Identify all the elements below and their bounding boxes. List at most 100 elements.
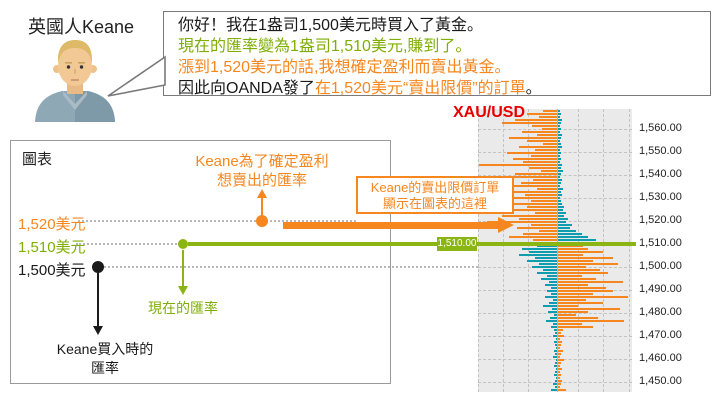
orderbook-bar bbox=[558, 389, 566, 391]
orderbook-bar bbox=[558, 176, 560, 178]
sell-note-arrowhead-icon bbox=[257, 189, 267, 198]
orderbook-bar bbox=[497, 176, 557, 178]
orderbook-bar bbox=[556, 368, 557, 370]
orderbook-bar bbox=[558, 296, 628, 298]
orderbook-bar bbox=[558, 266, 586, 268]
orderbook-bar bbox=[558, 326, 593, 328]
orderbook-bar bbox=[487, 221, 557, 223]
orderbook-bar bbox=[558, 311, 588, 313]
limit-order-callout: Keane的賣出限價訂單 顯示在圖表的這裡 bbox=[356, 176, 514, 214]
orderbook-bar bbox=[558, 332, 561, 334]
orderbook-bar bbox=[554, 365, 557, 367]
orderbook-bar bbox=[558, 245, 583, 247]
orderbook-bar bbox=[558, 359, 564, 361]
orderbook-bar bbox=[558, 152, 561, 154]
orderbook-bar bbox=[527, 206, 557, 208]
orderbook-bar bbox=[558, 290, 613, 292]
orderbook-bar bbox=[532, 266, 557, 268]
bubble-line-1: 你好！我在1盎司1,500美元時買入了黃金。 bbox=[178, 17, 483, 34]
orderbook-bar bbox=[542, 128, 557, 130]
chart-center-axis bbox=[557, 109, 558, 392]
orderbook-bar bbox=[558, 230, 576, 232]
buy-note-line-1: Keane買入時的 bbox=[56, 341, 154, 357]
orderbook-bar bbox=[558, 269, 600, 271]
dotted-line-1510 bbox=[76, 243, 180, 245]
orderbook-bar bbox=[558, 287, 606, 289]
current-price-tag: 1,510.00 bbox=[437, 237, 477, 251]
orderbook-bar bbox=[537, 245, 557, 247]
orderbook-bar bbox=[532, 125, 557, 127]
orderbook-bar bbox=[558, 134, 562, 136]
orderbook-bar bbox=[558, 383, 561, 385]
chart-gridline-vertical bbox=[503, 109, 504, 392]
bubble-line-4-pre: 因此向OANDA發了 bbox=[178, 80, 315, 97]
orderbook-bar bbox=[525, 194, 557, 196]
buy-price-dot bbox=[92, 261, 104, 273]
orderbook-bar bbox=[558, 356, 560, 358]
orderbook-bar bbox=[543, 143, 557, 145]
orderbook-bar bbox=[558, 305, 578, 307]
orderbook-bar bbox=[550, 317, 557, 319]
orderbook-bar bbox=[535, 212, 557, 214]
orderbook-bar bbox=[558, 203, 562, 205]
orderbook-bar bbox=[558, 299, 586, 301]
orderbook-bar bbox=[512, 209, 557, 211]
orderbook-bar bbox=[558, 191, 561, 193]
callout-line-2: 顯示在圖表的這裡 bbox=[382, 196, 487, 211]
orderbook-bar bbox=[558, 113, 561, 115]
orderbook-bar bbox=[558, 179, 562, 181]
orderbook-chart bbox=[478, 109, 632, 392]
orderbook-bar bbox=[527, 140, 557, 142]
orderbook-bar bbox=[545, 296, 557, 298]
orderbook-bar bbox=[535, 149, 557, 151]
orderbook-bar bbox=[558, 233, 582, 235]
chart-gridline-horizontal bbox=[478, 175, 632, 176]
orderbook-bar bbox=[549, 281, 557, 283]
orderbook-bar bbox=[539, 116, 557, 118]
orderbook-bar bbox=[556, 347, 557, 349]
orderbook-bar bbox=[523, 233, 557, 235]
orderbook-bar bbox=[558, 281, 623, 283]
orderbook-bar bbox=[521, 182, 557, 184]
orderbook-bar bbox=[558, 320, 624, 322]
bubble-line-2: 現在的匯率變為1盎司1,510美元,賺到了。 bbox=[178, 38, 472, 55]
orderbook-bar bbox=[556, 377, 557, 379]
speech-bubble: 你好！我在1盎司1,500美元時買入了黃金。 現在的匯率變為1盎司1,510美元… bbox=[163, 11, 711, 97]
orderbook-bar bbox=[515, 119, 557, 121]
orderbook-bar bbox=[537, 272, 557, 274]
orderbook-bar bbox=[558, 197, 560, 199]
orderbook-bar bbox=[558, 125, 560, 127]
orderbook-bar bbox=[558, 167, 561, 169]
sell-price-dot bbox=[256, 215, 268, 227]
price-tick-label: 1,520.00 bbox=[639, 214, 682, 226]
orderbook-bar bbox=[558, 206, 564, 208]
orderbook-bar bbox=[558, 215, 564, 217]
orderbook-bar bbox=[558, 146, 562, 148]
price-tick-label: 1,470.00 bbox=[639, 329, 682, 341]
orderbook-bar bbox=[558, 131, 560, 133]
price-tick-label: 1,540.00 bbox=[639, 168, 682, 180]
orderbook-bar bbox=[558, 194, 562, 196]
orderbook-bar bbox=[556, 359, 557, 361]
orderbook-bar bbox=[519, 254, 557, 256]
price-tick-label: 1,530.00 bbox=[639, 191, 682, 203]
orderbook-bar bbox=[547, 290, 557, 292]
orderbook-bar bbox=[558, 365, 560, 367]
buy-note-line-2: 匯率 bbox=[91, 360, 119, 376]
orderbook-bar bbox=[507, 152, 557, 154]
orderbook-bar bbox=[558, 212, 566, 214]
orderbook-bar bbox=[558, 140, 560, 142]
speech-bubble-tail bbox=[107, 55, 166, 97]
dotted-line-1520 bbox=[78, 220, 356, 222]
orderbook-bar bbox=[539, 230, 557, 232]
orderbook-bar bbox=[558, 122, 561, 124]
orderbook-bar bbox=[558, 248, 588, 250]
orderbook-bar bbox=[558, 338, 560, 340]
orderbook-bar bbox=[547, 275, 557, 277]
orderbook-bar bbox=[513, 158, 557, 160]
orderbook-bar bbox=[551, 287, 557, 289]
orderbook-bar bbox=[558, 341, 562, 343]
orderbook-bar bbox=[558, 251, 603, 253]
orderbook-bar bbox=[553, 356, 557, 358]
orderbook-bar bbox=[531, 200, 557, 202]
